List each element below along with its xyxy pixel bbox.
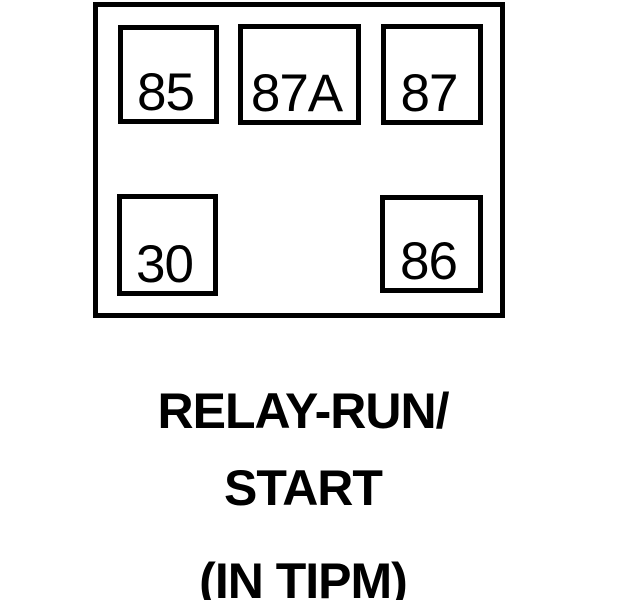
pin-86-label: 86 xyxy=(400,232,458,291)
pin-87-label: 87 xyxy=(400,64,459,123)
pin-30-label: 30 xyxy=(136,235,194,294)
pin-87a-box: 87A xyxy=(238,24,361,125)
relay-caption-line-1: RELAY-RUN/ xyxy=(157,383,450,439)
pin-87a-label: 87A xyxy=(250,64,343,123)
relay-caption-line-3: (IN TIPM) xyxy=(199,553,408,600)
pin-30-box: 30 xyxy=(117,194,218,296)
pin-85-box: 85 xyxy=(118,25,219,124)
pin-86-box: 86 xyxy=(380,195,483,293)
relay-outline: 85 87A 87 30 86 xyxy=(93,2,505,318)
pin-85-label: 85 xyxy=(137,63,195,122)
pin-87-box: 87 xyxy=(381,24,483,125)
relay-caption-line-2: START xyxy=(224,460,383,516)
